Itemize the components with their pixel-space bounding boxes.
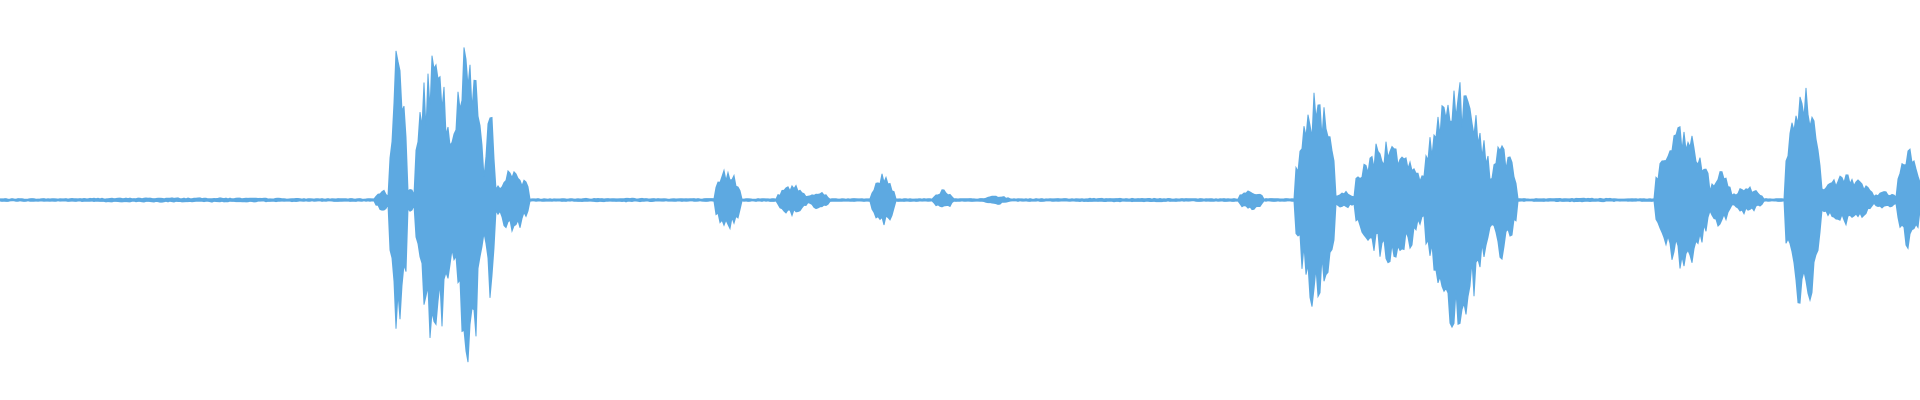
waveform-envelope [0, 47, 1920, 363]
